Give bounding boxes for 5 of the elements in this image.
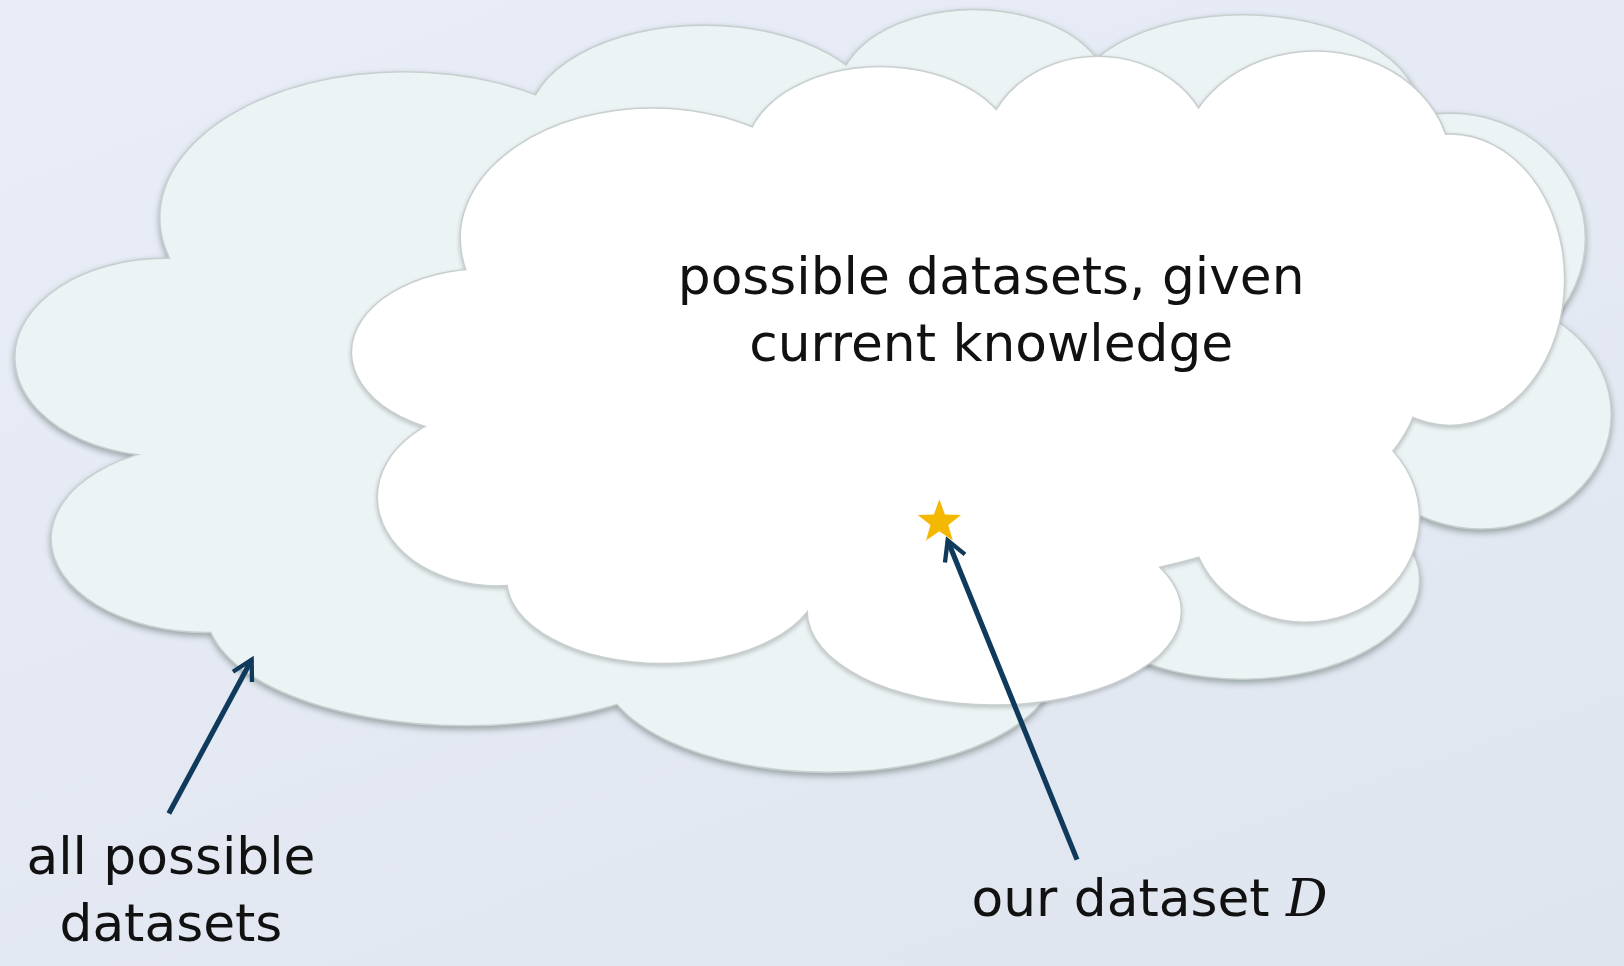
caption-text: our dataset D [970, 866, 1329, 930]
arrow [166, 657, 255, 815]
arrow [942, 538, 1080, 861]
cloud-label: possible datasets, given current knowledge [676, 245, 1306, 376]
caption-text: all possible datasets [25, 825, 317, 956]
